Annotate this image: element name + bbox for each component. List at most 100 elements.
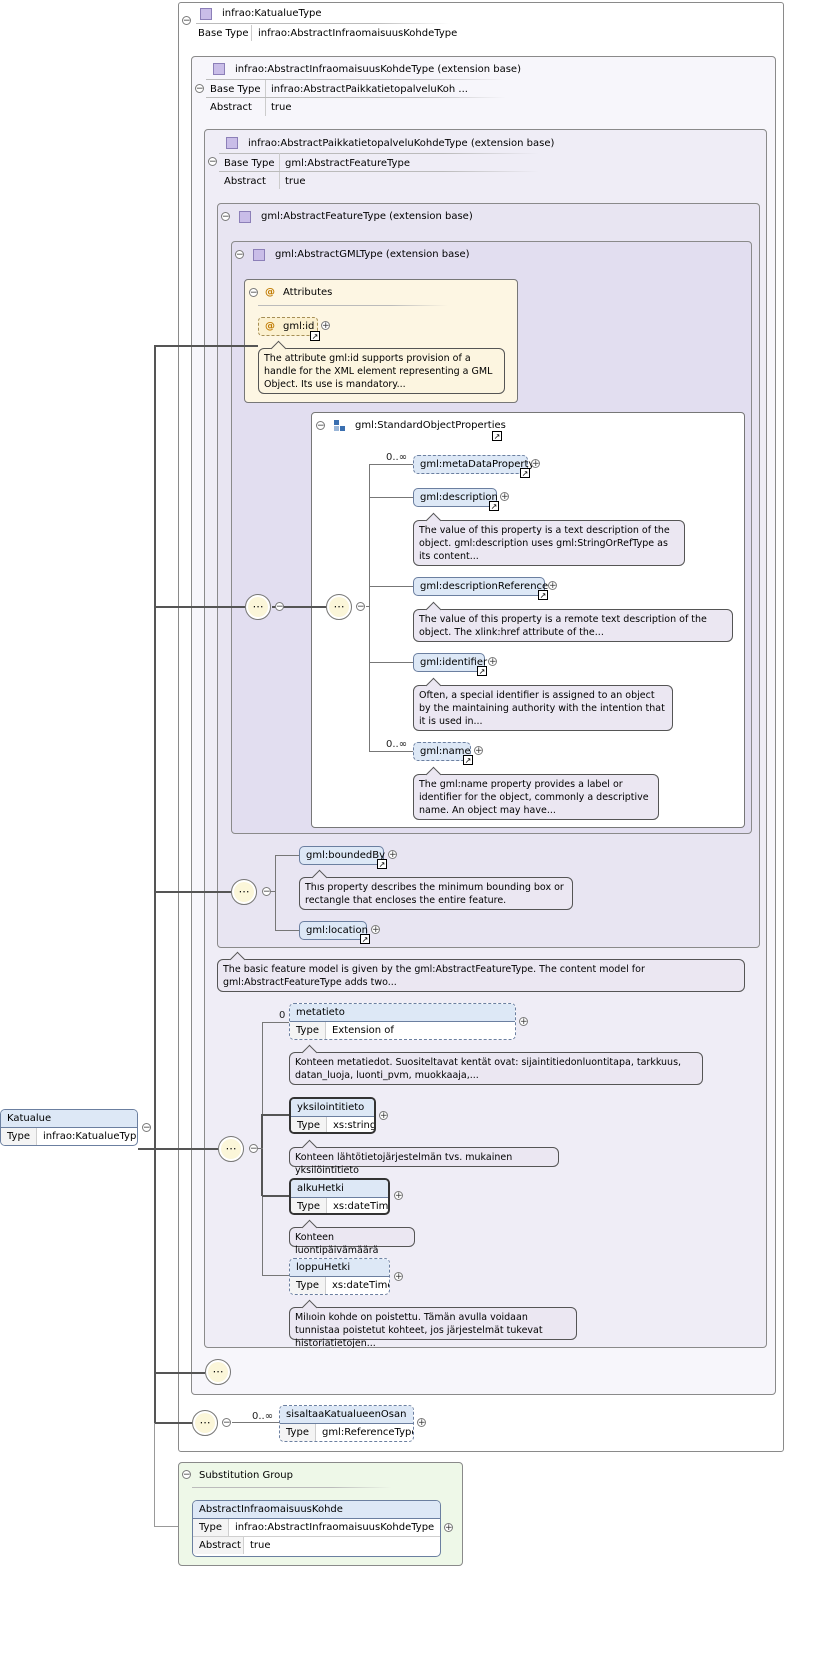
connector-line [262, 1195, 290, 1197]
element-boundedby[interactable]: gml:boundedBy [299, 846, 385, 865]
element-name: yksilointitieto [291, 1099, 374, 1117]
collapse-icon[interactable]: − [182, 16, 191, 26]
type-label: Type [291, 1117, 327, 1132]
expand-icon[interactable]: + [394, 1191, 403, 1201]
type-label: Type [290, 1277, 326, 1294]
link-icon[interactable]: ↗ [310, 331, 320, 341]
boundedby-note: This property describes the minimum boun… [299, 877, 573, 910]
connector-line [154, 1372, 205, 1374]
connector-line [154, 1526, 192, 1527]
collapse-icon[interactable]: − [235, 250, 244, 260]
complex-type-icon [213, 63, 225, 75]
attribute-name: gml:id [283, 321, 315, 332]
expand-icon[interactable]: + [394, 1272, 403, 1282]
expand-icon[interactable]: + [488, 657, 497, 667]
collapse-icon[interactable]: − [221, 212, 230, 222]
collapse-icon[interactable]: − [142, 1123, 151, 1133]
expand-icon[interactable]: + [417, 1418, 426, 1428]
at-icon: @ [265, 287, 275, 298]
sequence-icon: ⋯ [205, 1359, 231, 1385]
sop-title: gml:StandardObjectProperties [355, 420, 506, 431]
sequence-icon: ⋯ [231, 879, 257, 905]
connector-line [154, 345, 258, 347]
connector-line [369, 464, 413, 465]
sequence-icon: ⋯ [192, 1410, 218, 1436]
expand-icon[interactable]: + [548, 581, 557, 591]
collapse-icon[interactable]: − [249, 1144, 258, 1154]
occurs-label: 0..∞ [252, 1411, 274, 1422]
collapse-icon[interactable]: − [249, 288, 258, 298]
expand-icon[interactable]: + [321, 321, 330, 331]
connector-line [262, 1275, 290, 1276]
element-identifier[interactable]: gml:identifier [413, 653, 487, 672]
connector-line [232, 1422, 279, 1423]
connector-line [369, 586, 413, 587]
type-value: xs:dateTime [331, 1280, 390, 1291]
connector-line [271, 891, 276, 892]
expand-icon[interactable]: + [531, 459, 540, 469]
connector-line [261, 1114, 263, 1196]
connector-line [262, 1114, 290, 1116]
base-type-value: infrao:AbstractInfraomaisuusKohdeType [258, 28, 458, 39]
expand-icon[interactable]: + [519, 1017, 528, 1027]
yksilointitieto-note: Kohteen lähtötietojärjestelmän tvs. muka… [289, 1147, 559, 1176]
divider [219, 171, 539, 172]
divider [265, 80, 266, 116]
expand-icon[interactable]: + [444, 1523, 453, 1533]
connector-line [154, 1422, 192, 1424]
collapse-icon[interactable]: − [208, 157, 217, 167]
divider [196, 23, 450, 24]
description-reference-note: The value of this property is a remote t… [413, 609, 733, 642]
collapse-icon[interactable]: − [182, 1470, 191, 1480]
base-type-label: Base Type [198, 28, 249, 39]
link-icon[interactable]: ↗ [520, 468, 530, 478]
attribute-gml-id[interactable]: @ gml:id [258, 317, 318, 336]
collapse-icon[interactable]: − [275, 602, 284, 612]
collapse-icon[interactable]: − [222, 1418, 231, 1428]
link-icon[interactable]: ↗ [477, 666, 487, 676]
base-type-label: Base Type [224, 158, 275, 169]
collapse-icon[interactable]: − [262, 887, 271, 897]
base-type-label: Base Type [210, 84, 261, 95]
type-label: Type [290, 1022, 326, 1039]
link-icon[interactable]: ↗ [377, 859, 387, 869]
collapse-icon[interactable]: − [316, 421, 325, 431]
identifier-note: Often, a special identifier is assigned … [413, 685, 673, 731]
divider [206, 97, 506, 98]
type-label: Type [193, 1519, 229, 1536]
element-metadataproperty[interactable]: gml:metaDataProperty [413, 455, 534, 474]
expand-icon[interactable]: + [379, 1111, 388, 1121]
alkuhetki-note: Kohteen luontipäivämäärä [289, 1227, 415, 1256]
expand-icon[interactable]: + [474, 746, 483, 756]
expand-icon[interactable]: + [371, 925, 380, 935]
connector-line [258, 1148, 263, 1149]
metatieto-note: Kohteen metatiedot. Suositeltavat kentät… [289, 1052, 703, 1085]
element-name[interactable]: gml:name [413, 742, 471, 761]
base-type-value: infrao:AbstractPaikkatietopalveluKoh ... [271, 84, 468, 95]
link-icon[interactable]: ↗ [463, 755, 473, 765]
group-icon-part [334, 426, 339, 431]
link-icon[interactable]: ↗ [492, 431, 502, 441]
link-icon[interactable]: ↗ [489, 501, 499, 511]
expand-icon[interactable]: + [500, 492, 509, 502]
collapse-icon[interactable]: − [195, 84, 204, 94]
element-location[interactable]: gml:location [299, 921, 368, 940]
expand-icon[interactable]: + [388, 850, 397, 860]
loppuhetki-note: Milloin kohde on poistettu. Tämän avulla… [289, 1307, 577, 1349]
connector-line [154, 345, 156, 1423]
element-description[interactable]: gml:description [413, 488, 498, 507]
link-icon[interactable]: ↗ [538, 590, 548, 600]
element-description-reference[interactable]: gml:descriptionReference [413, 577, 548, 596]
extension-title: gml:AbstractGMLType (extension base) [275, 249, 470, 260]
collapse-icon[interactable]: − [356, 602, 365, 612]
connector-line [154, 606, 245, 608]
type-label: Type [1, 1128, 37, 1145]
link-icon[interactable]: ↗ [360, 934, 370, 944]
